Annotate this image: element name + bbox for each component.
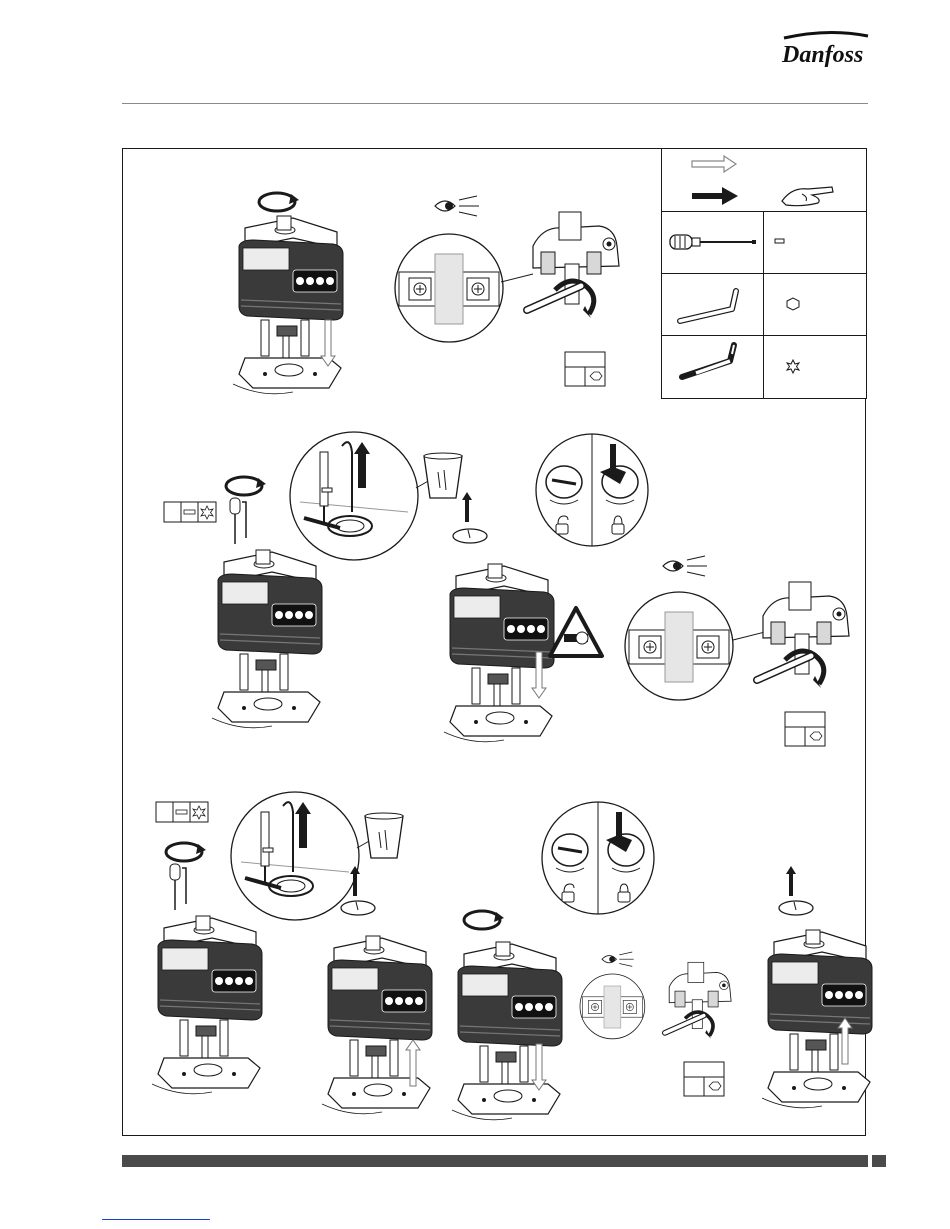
slot-bit-icon: [775, 239, 784, 243]
waste-bin-icon: [365, 813, 403, 858]
hex-tool-badge: [684, 1062, 724, 1096]
step-2-inspection: [625, 556, 865, 756]
header-rule: [122, 103, 868, 104]
legend-panel: [661, 148, 867, 399]
reassembled-actuator: [760, 866, 870, 1126]
danfoss-logo: Danfoss: [778, 30, 874, 74]
manual-override-knob: [534, 432, 654, 552]
footer-page-block: [872, 1155, 886, 1167]
eye-icon: [663, 556, 707, 576]
tool-badge-slot-torx: [154, 800, 210, 824]
actuator-unit: [225, 190, 355, 400]
coupling-detail: [527, 212, 619, 318]
solid-arrow-icon: [692, 187, 738, 205]
footer-bar: [122, 1155, 868, 1167]
outline-arrow-icon: [692, 156, 736, 172]
hex-key-icon: [680, 291, 736, 321]
pointing-hand-icon: [782, 187, 833, 206]
legend-icons: [662, 149, 866, 398]
screwdriver-icon: [670, 235, 756, 249]
brand-wordmark: Danfoss: [781, 42, 863, 68]
hex-tool-badge: [563, 350, 607, 390]
coupling-detail: [757, 582, 849, 688]
manual-override-knob: [540, 800, 660, 920]
step-3-inspection: [580, 952, 740, 1102]
hex-tool-badge: [785, 712, 825, 746]
actuator-cap-removed: [316, 866, 446, 1126]
link-underline: [102, 1219, 210, 1220]
torx-star-icon: [787, 360, 799, 373]
pinch-hazard-warning-icon: [546, 604, 606, 660]
coupling-detail: [665, 962, 731, 1038]
magnified-clamp: [395, 234, 503, 342]
torx-key-icon: [682, 345, 734, 377]
hexagon-icon: [787, 298, 799, 310]
actuator-reset: [448, 904, 578, 1134]
eye-icon: [435, 196, 479, 216]
eye-icon: [602, 952, 634, 966]
